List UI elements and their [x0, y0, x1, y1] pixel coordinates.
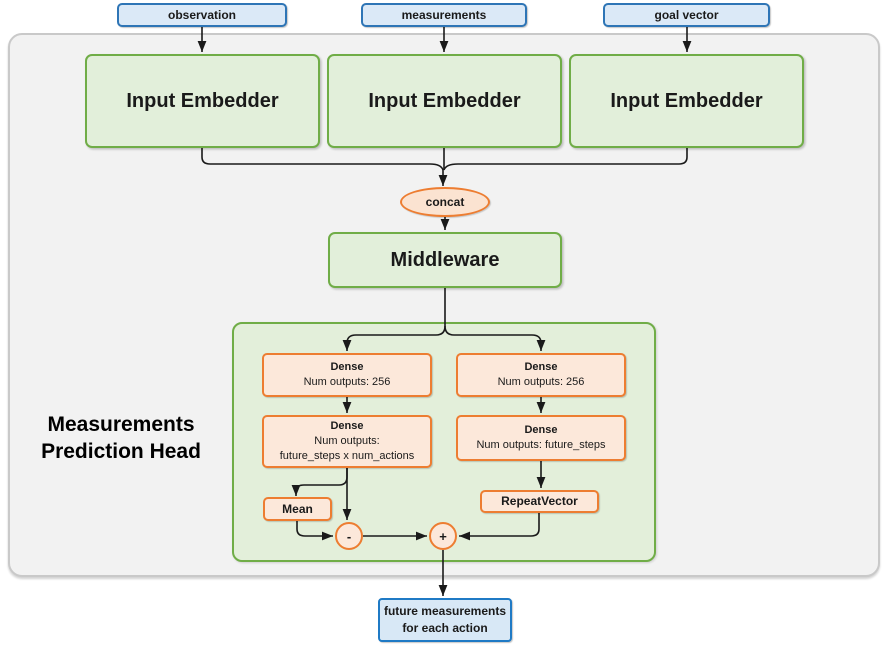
- prediction-head-title: Measurements Prediction Head: [15, 411, 227, 465]
- subtract-node: -: [335, 522, 363, 550]
- dense-left-2: Dense Num outputs: future_steps x num_ac…: [262, 415, 432, 468]
- input-measurements: measurements: [361, 3, 527, 27]
- input-embedder-3-label: Input Embedder: [610, 89, 763, 112]
- prediction-head-title-line2: Prediction Head: [41, 440, 201, 463]
- output-label-line1: future measurements: [383, 604, 507, 618]
- mean-node: Mean: [263, 497, 332, 521]
- output-label-line2: for each action: [402, 621, 488, 635]
- concat-label: concat: [425, 195, 465, 209]
- dense-left-1-title: Dense: [330, 361, 364, 373]
- input-goal-vector: goal vector: [603, 3, 770, 27]
- subtract-icon: -: [346, 528, 352, 544]
- dense-right-1: Dense Num outputs: 256: [456, 353, 626, 397]
- input-embedder-1-label: Input Embedder: [126, 89, 279, 112]
- add-icon: +: [439, 528, 447, 544]
- input-observation: observation: [117, 3, 287, 27]
- output-node: future measurements for each action: [378, 598, 512, 642]
- input-observation-label: observation: [167, 8, 236, 22]
- add-node: +: [429, 522, 457, 550]
- input-embedder-1: Input Embedder: [85, 54, 320, 148]
- prediction-head-title-line1: Measurements: [47, 413, 195, 436]
- dense-left-2-outputs-2: future_steps x num_actions: [279, 450, 415, 462]
- mean-label: Mean: [282, 501, 313, 516]
- input-measurements-label: measurements: [401, 8, 487, 22]
- middleware-node: Middleware: [328, 232, 562, 288]
- dense-left-1-outputs: Num outputs: 256: [303, 376, 391, 388]
- input-goal-vector-label: goal vector: [654, 8, 719, 22]
- repeat-vector-node: RepeatVector: [480, 490, 599, 513]
- dense-left-2-outputs: Num outputs:: [314, 435, 380, 447]
- repeat-vector-label: RepeatVector: [501, 494, 578, 508]
- dense-right-2-title: Dense: [524, 424, 558, 436]
- input-embedder-2-label: Input Embedder: [368, 89, 521, 112]
- concat-node: concat: [400, 187, 490, 217]
- input-embedder-2: Input Embedder: [327, 54, 562, 148]
- dense-right-1-title: Dense: [524, 361, 558, 373]
- dense-right-2-outputs: Num outputs: future_steps: [476, 439, 606, 451]
- dense-right-2: Dense Num outputs: future_steps: [456, 415, 626, 461]
- dense-right-1-outputs: Num outputs: 256: [497, 376, 585, 388]
- dense-left-1: Dense Num outputs: 256: [262, 353, 432, 397]
- middleware-label: Middleware: [390, 248, 500, 271]
- input-embedder-3: Input Embedder: [569, 54, 804, 148]
- dense-left-2-title: Dense: [330, 420, 364, 432]
